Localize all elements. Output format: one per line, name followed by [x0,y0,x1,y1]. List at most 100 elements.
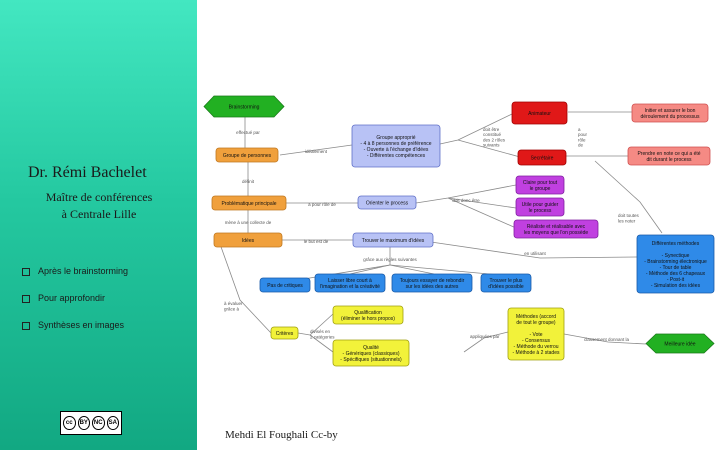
sidebar-panel [0,0,197,450]
node-label-methodes_accord: - Consensus [522,338,551,344]
node-label-problematique: Problématique principale [221,201,276,207]
node-label-methodes_accord: Méthodes (accord [516,314,556,320]
node-label-trouver_plus: Trouver le plus [490,278,523,284]
connector-line [309,334,334,353]
sa-icon: SA [106,416,119,430]
checkbox-bullet-icon [22,322,30,330]
node-idees [213,232,283,248]
node-pas_critiques [259,277,311,293]
bullet-label: Synthèses en images [38,320,125,330]
link-label-divises: 2 catégories [310,334,335,339]
node-toujours [391,273,473,293]
node-label-qualite: - Génériques (classiques) [343,351,400,357]
node-label-realiste: Réaliste et réalisable avec [527,224,586,230]
checkbox-bullet-icon [22,268,30,276]
author-title-line: Maître de conférences [45,190,153,204]
node-label-qualification: Qualification [354,310,382,316]
node-animateur [511,101,568,125]
node-initier [631,103,709,123]
link-label-a_pour_role: rôle [578,137,586,142]
node-label-groupe_approprie: Groupe approprié [376,135,415,141]
link-label-a_evaluer: à évaluer [224,301,243,306]
node-trouver_max [352,232,434,248]
node-label-laisser: Laisser libre court à [328,278,372,284]
node-label-idees: Idées [242,238,255,244]
link-label-a_pour_role: pour [578,132,588,137]
connector-line [279,144,353,156]
link-label-doit_donc_etre: doit donc être [452,198,480,203]
node-label-laisser: l'imagination et la créativité [320,284,380,290]
node-label-realiste: les moyens que l'on possède [524,230,589,236]
connector-line [447,197,517,229]
node-meilleure [645,333,715,354]
node-label-prendre: dit durant le process [646,157,692,163]
connector-line [457,139,521,158]
link-label-mene_a: mène à une collecte de [225,220,272,225]
node-label-trouver_max: Trouver le maximum d'idées [362,238,425,244]
node-label-methodes_accord: - Méthode à 2 stades [513,350,560,356]
node-prendre [627,146,711,166]
cc-icon: cc [63,416,76,430]
node-secretaire [517,149,567,166]
connector-line [389,264,501,276]
node-label-methodes_diff: - Tour de table [660,265,692,271]
node-claire [515,175,565,195]
node-label-criteres: Critères [276,331,294,337]
node-qualification [332,305,404,325]
node-label-toujours: sur les idées des autres [406,284,459,290]
link-label-effectue_par: effectué par [236,130,260,135]
bullet-label: Après le brainstorming [38,266,129,276]
link-label-grace_aux: grâce aux règles suivantes [363,257,417,262]
bullet-item: Synthèses en images [22,320,128,347]
node-label-methodes_diff: Différentes méthodes [652,241,700,247]
link-label-en_utilisant: en utilisant [524,251,546,256]
link-label-a_pour_role: de [578,143,584,148]
link-label-le_but: le but est de [304,239,329,244]
node-label-groupe_approprie: - 4 à 8 personnes de préférence [360,141,431,147]
node-label-methodes_accord: - Méthode du verrou [513,344,558,350]
node-label-utile: le process [529,208,552,214]
link-label-doit_etre: doit être [483,127,500,132]
link-label-doit_toutes: les noter [618,218,636,223]
link-label-definit: définit [242,179,255,184]
connector-line [463,331,509,353]
node-label-claire: Claire pour tout [523,180,558,186]
node-label-groupe: Groupe de personnes [223,153,272,159]
node-label-methodes_accord: - Vote [529,332,542,338]
node-methodes_diff [636,234,715,294]
link-label-doit_etre: suivants [483,143,500,148]
nc-icon: NC [92,416,105,430]
link-label-divises: divisés en [310,329,331,334]
node-orienter [357,195,417,210]
node-label-brainstorming: Brainstorming [229,104,260,110]
link-label-appliquees: appliquées par [470,334,500,339]
connector-line [389,264,435,275]
node-methodes_accord [507,307,565,361]
bullet-item: Après le brainstorming [22,266,128,293]
link-label-doit_toutes: doit toutes [618,213,640,218]
node-label-secretaire: Secrétaire [531,155,554,161]
node-label-pas_critiques: Pas de critiques [267,283,303,289]
node-label-initier: Initier et assurer le bon [645,108,696,114]
by-icon: BY [77,416,90,430]
node-label-methodes_diff: - Post-it [667,277,685,283]
node-label-methodes_diff: - Simulation des idées [651,283,701,289]
node-label-methodes_diff: - Méthode des 6 chapeaux [646,271,706,277]
node-label-initier: déroulement du processus [641,114,700,120]
node-label-methodes_accord: de tout le groupe) [516,320,556,326]
checkbox-bullet-icon [22,295,30,303]
node-label-meilleure: Meilleure idée [664,341,695,347]
node-qualite [332,339,410,367]
node-utile [515,197,565,217]
connector-line [563,333,647,345]
author-name: Dr. Rémi Bachelet [28,164,147,181]
node-label-toujours: Toujours essayer de rebondir [400,278,465,284]
connector-line [594,160,663,234]
bullet-list: Après le brainstorming Pour approfondir … [22,266,128,347]
node-realiste [513,219,599,239]
node-trouver_plus [480,273,532,293]
node-criteres [270,326,299,340]
node-problematique [211,195,287,211]
node-laisser [314,273,386,293]
